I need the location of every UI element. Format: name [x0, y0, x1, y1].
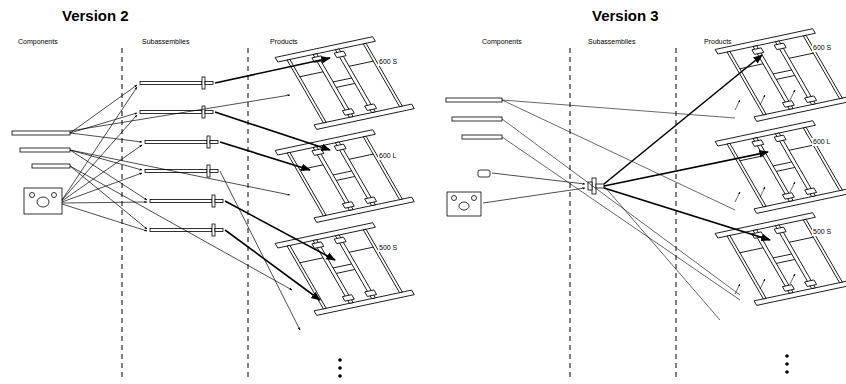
component [12, 131, 70, 214]
column-heading: Subassemblies [588, 38, 635, 46]
column-heading: Subassemblies [142, 38, 189, 46]
product-frame [715, 29, 846, 306]
panel-title: Version 3 [592, 8, 659, 25]
flow-arrow [735, 90, 795, 294]
column-heading: Components [18, 38, 58, 46]
flow-line [502, 100, 740, 320]
column-heading: Products [704, 38, 732, 46]
product-name: 500 S [378, 244, 398, 252]
product-name: 600 S [812, 44, 832, 52]
flow-arrow [604, 55, 770, 240]
panel-title: Version 2 [62, 8, 129, 25]
flow-arrow [220, 171, 300, 330]
product-name: 600 L [378, 152, 398, 160]
ellipsis-dots [338, 354, 789, 378]
product-name: 600 S [378, 58, 398, 66]
flow-arrow [62, 85, 292, 290]
component [446, 98, 502, 216]
product-frame [275, 37, 414, 316]
product-name: 500 S [812, 228, 832, 236]
subassembly [588, 178, 604, 194]
product-name: 600 L [812, 138, 832, 146]
flow-arrow [215, 58, 335, 300]
column-heading: Components [482, 38, 522, 46]
divider [122, 48, 676, 380]
column-heading: Products [270, 38, 298, 46]
flow-arrow [483, 173, 585, 203]
